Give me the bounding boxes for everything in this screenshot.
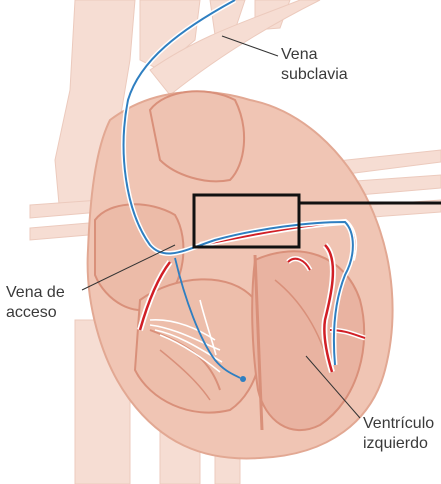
label-left-ventricle: Ventrículo izquierdo [363, 414, 434, 454]
catheter-tip [240, 376, 246, 382]
label-subclavian-vein: Vena subclavia [281, 45, 348, 85]
label-access-vein: Vena de acceso [6, 283, 65, 323]
